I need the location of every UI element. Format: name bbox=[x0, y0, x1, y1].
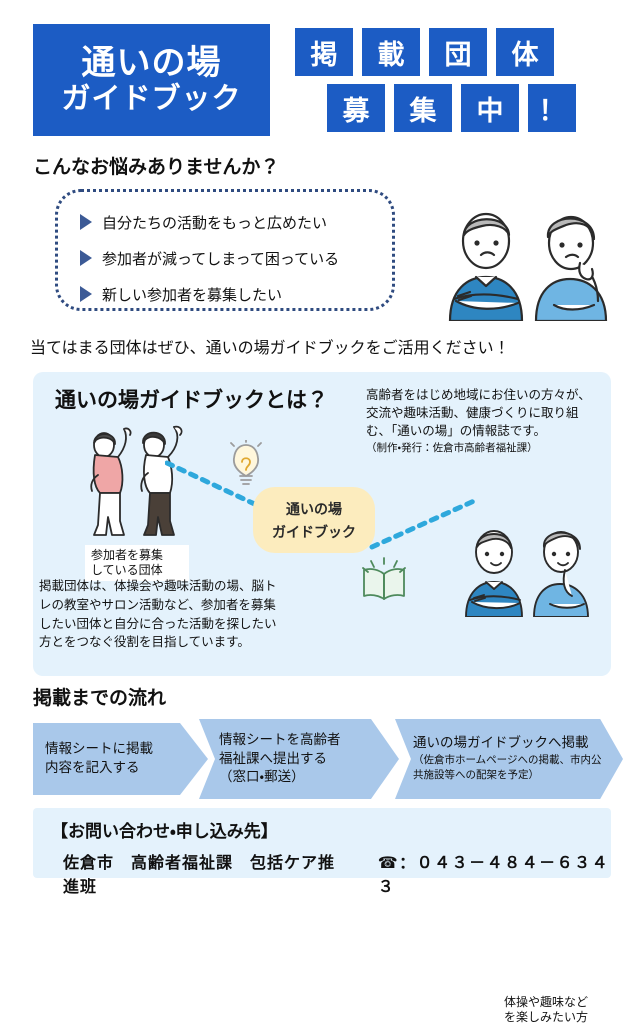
badge-char: 掲 bbox=[295, 28, 353, 76]
concerns-heading: こんなお悩みありませんか？ bbox=[33, 157, 280, 178]
worried-people-illustration bbox=[448, 212, 608, 321]
recruiting-badges: 掲 載 団 体 募 集 中 ！ bbox=[295, 28, 615, 140]
badge-char: ！ bbox=[528, 84, 576, 132]
concern-text: 自分たちの活動をもっと広めたい bbox=[102, 214, 328, 232]
guidebook-title-block: 通いの場 ガイドブック bbox=[33, 24, 270, 136]
contact-phone: ☎：０４３－４８４－６３４３ bbox=[377, 855, 610, 896]
flow-step-1: 情報シートに掲載 内容を記入する bbox=[33, 723, 208, 795]
flow-step-1-line-1: 情報シートに掲載 bbox=[45, 741, 153, 757]
panel-description: 高齢者をはじめ地域にお住いの方々が、交流や趣味活動、健康づくりに取り組む、「通い… bbox=[366, 386, 598, 457]
flow-step-1-line-2: 内容を記入する bbox=[45, 760, 140, 775]
left-caption-line-2: している団体 bbox=[91, 563, 163, 577]
left-caption-line-1: 参加者を募集 bbox=[91, 548, 164, 562]
bubble-line-2: ガイドブック bbox=[272, 523, 356, 540]
panel-body-text: 掲載団体は、体操会や趣味活動の場、脳トレの教室やサロン活動など、参加者を募集した… bbox=[39, 579, 277, 650]
badge-char: 団 bbox=[429, 28, 487, 76]
flow-step-3-sub-line-2: 共施設等への配架を予定） bbox=[413, 769, 539, 782]
right-caption: 体操や趣味など を楽しみたい方 bbox=[498, 992, 618, 1028]
flow-step-2-line-1: 情報シートを高齢者 bbox=[219, 732, 341, 748]
flow-step-3-sub-line-1: （佐倉市ホームページへの掲載、市内公 bbox=[413, 753, 602, 766]
triangle-bullet-icon bbox=[80, 250, 92, 266]
flow-heading: 掲載までの流れ bbox=[33, 688, 167, 709]
concern-item: 新しい参加者を募集したい bbox=[80, 276, 378, 312]
badge-char: 載 bbox=[362, 28, 420, 76]
contact-department: 佐倉市 高齢者福祉課 包括ケア推進班 bbox=[63, 855, 336, 896]
happy-people-illustration bbox=[465, 530, 589, 617]
flow-step-2: 情報シートを高齢者 福祉課へ提出する （窓口・郵送） bbox=[199, 719, 399, 799]
contact-row: 佐倉市 高齢者福祉課 包括ケア推進班 ☎：０４３－４８４－６３４３ bbox=[51, 849, 611, 897]
bubble-line-1: 通いの場 bbox=[286, 500, 342, 517]
guidebook-panel: 通いの場ガイドブックとは？ 高齢者をはじめ地域にお住いの方々が、交流や趣味活動、… bbox=[33, 372, 618, 1028]
lead-line: 当てはまる団体はぜひ、通いの場ガイドブックをご活用ください！ bbox=[30, 340, 510, 357]
flow-step-2-line-3: （窓口・郵送） bbox=[219, 769, 305, 785]
flow-step-3-main: 通いの場ガイドブックへ掲載 bbox=[413, 734, 589, 750]
header: 通いの場 ガイドブック 掲 載 団 体 募 集 中 ！ bbox=[0, 0, 644, 148]
open-book-icon bbox=[362, 557, 406, 600]
flow-steps: 情報シートに掲載 内容を記入する 情報シートを高齢者 福祉課へ提出する （窓口・… bbox=[33, 715, 623, 800]
badge-char: 集 bbox=[394, 84, 452, 132]
triangle-bullet-icon bbox=[80, 214, 92, 230]
right-caption-line-2: を楽しみたい方 bbox=[504, 1010, 589, 1024]
flow-step-2-line-2: 福祉課へ提出する bbox=[219, 750, 327, 766]
concern-item: 参加者が減ってしまって困っている bbox=[80, 240, 378, 276]
panel-description-text: 高齢者をはじめ地域にお住いの方々が、交流や趣味活動、健康づくりに取り組む、「通い… bbox=[366, 388, 591, 439]
title-line-1: 通いの場 bbox=[81, 43, 222, 82]
flow-step-3: 通いの場ガイドブックへ掲載 （佐倉市ホームページへの掲載、市内公 共施設等への配… bbox=[395, 719, 623, 799]
dotted-connector-right bbox=[369, 498, 477, 550]
contact-box: 【お問い合わせ・申し込み先】 佐倉市 高齢者福祉課 包括ケア推進班 ☎：０４３－… bbox=[33, 808, 611, 896]
left-caption: 参加者を募集 している団体 bbox=[85, 545, 189, 581]
concern-item: 自分たちの活動をもっと広めたい bbox=[80, 204, 378, 240]
panel-heading: 通いの場ガイドブックとは？ bbox=[55, 389, 328, 412]
badge-row-top: 掲 載 団 体 bbox=[295, 28, 615, 76]
concern-text: 参加者が減ってしまって困っている bbox=[102, 250, 340, 268]
guidebook-bubble: 通いの場 ガイドブック bbox=[253, 487, 375, 553]
contact-title: 【お問い合わせ・申し込み先】 bbox=[51, 822, 278, 841]
right-caption-line-1: 体操や趣味など bbox=[504, 995, 589, 1009]
badge-char: 中 bbox=[461, 84, 519, 132]
panel-description-note: （制作・発行：佐倉市高齢者福祉課） bbox=[366, 442, 538, 455]
dotted-connector-left bbox=[165, 460, 264, 510]
concerns-box: 自分たちの活動をもっと広めたい 参加者が減ってしまって困っている 新しい参加者を… bbox=[55, 189, 395, 311]
badge-char: 募 bbox=[327, 84, 385, 132]
badge-row-bottom: 募 集 中 ！ bbox=[295, 84, 615, 132]
lightbulb-icon bbox=[230, 440, 262, 485]
triangle-bullet-icon bbox=[80, 286, 92, 302]
badge-char: 体 bbox=[496, 28, 554, 76]
concern-text: 新しい参加者を募集したい bbox=[102, 286, 283, 304]
stretching-people-illustration bbox=[90, 425, 183, 536]
title-line-2: ガイドブック bbox=[61, 82, 242, 115]
